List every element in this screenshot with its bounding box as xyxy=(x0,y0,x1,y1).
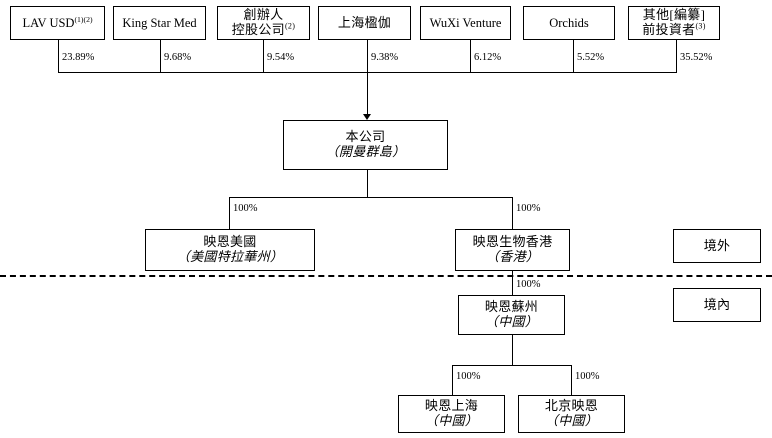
connector-tier4-right xyxy=(571,365,572,395)
subsidiary-box-dizal-us: 映恩美國 （美國特拉華州） xyxy=(145,229,315,271)
subsidiary-name: 映恩蘇州 xyxy=(484,299,539,315)
pct-wuxi-venture: 6.12% xyxy=(474,52,502,63)
tier2-bus-line xyxy=(229,197,513,198)
connector-hk-to-suzhou xyxy=(512,271,513,295)
connector-king-star-med xyxy=(160,40,161,72)
connector-tier2-left xyxy=(229,197,230,229)
company-box: 本公司 （開曼群島） xyxy=(283,120,448,170)
connector-lav-usd xyxy=(58,40,59,72)
connector-founder-holdco xyxy=(263,40,264,72)
subsidiary-jurisdiction: （中國） xyxy=(484,314,539,329)
connector-bus-to-company xyxy=(367,72,368,114)
pct-shanghai-yingjia: 9.38% xyxy=(371,52,399,63)
shareholder-box-founder-holdco: 創辦人 控股公司(2) xyxy=(217,6,310,40)
subsidiary-box-dizal-shanghai: 映恩上海 （中國） xyxy=(398,395,505,433)
shareholder-box-shanghai-yingjia: 上海楹伽 xyxy=(318,6,411,40)
shareholder-label-line1: 其他[編纂] xyxy=(642,7,706,23)
shareholder-label-line2: 前投資者(3) xyxy=(642,21,706,37)
shareholder-label: LAV USD(1)(2) xyxy=(22,14,93,30)
pct-dizal-hk: 100% xyxy=(516,203,541,214)
shareholder-label-line1: 創辦人 xyxy=(243,7,284,23)
region-box-onshore: 境內 xyxy=(673,288,761,322)
pct-dizal-beijing: 100% xyxy=(575,371,600,382)
subsidiary-jurisdiction: （香港） xyxy=(485,249,540,264)
pct-dizal-suzhou: 100% xyxy=(516,279,541,290)
shareholder-box-king-star-med: King Star Med xyxy=(113,6,206,40)
pct-founder-holdco: 9.54% xyxy=(267,52,295,63)
subsidiary-jurisdiction: （中國） xyxy=(544,413,599,428)
subsidiary-jurisdiction: （美國特拉華州） xyxy=(176,249,284,264)
pct-dizal-us: 100% xyxy=(233,203,258,214)
shareholder-label-line2: 控股公司(2) xyxy=(231,21,296,37)
connector-tier4-left xyxy=(452,365,453,395)
region-box-offshore: 境外 xyxy=(673,229,761,263)
shareholder-box-other-pre-ipo-investors: 其他[編纂] 前投資者(3) xyxy=(628,6,720,40)
pct-lav-usd: 23.89% xyxy=(62,52,95,63)
subsidiary-name: 映恩生物香港 xyxy=(472,234,553,250)
pct-other-investors: 35.52% xyxy=(680,52,713,63)
subsidiary-name: 映恩美國 xyxy=(203,234,257,250)
connector-orchids xyxy=(573,40,574,72)
connector-other-investors xyxy=(676,40,677,72)
shareholder-label: WuXi Venture xyxy=(429,15,502,30)
shareholder-box-orchids: Orchids xyxy=(523,6,615,40)
company-jurisdiction: （開曼群島） xyxy=(325,144,406,159)
shareholder-label: Orchids xyxy=(549,15,589,30)
subsidiary-jurisdiction: （中國） xyxy=(424,413,479,428)
connector-wuxi-venture xyxy=(470,40,471,72)
shareholder-label: 上海楹伽 xyxy=(337,14,392,30)
shareholder-box-wuxi-venture: WuXi Venture xyxy=(420,6,511,40)
offshore-onshore-divider xyxy=(0,275,772,277)
shareholder-box-lav-usd: LAV USD(1)(2) xyxy=(10,6,105,40)
pct-king-star-med: 9.68% xyxy=(164,52,192,63)
subsidiary-name: 映恩上海 xyxy=(424,398,479,414)
subsidiary-box-dizal-beijing: 北京映恩 （中國） xyxy=(518,395,625,433)
pct-dizal-shanghai: 100% xyxy=(456,371,481,382)
subsidiary-box-dizal-suzhou: 映恩蘇州 （中國） xyxy=(458,295,565,335)
connector-tier2-right xyxy=(512,197,513,229)
region-label: 境內 xyxy=(703,296,731,312)
region-label: 境外 xyxy=(703,237,731,253)
subsidiary-name: 北京映恩 xyxy=(544,398,599,414)
pct-orchids: 5.52% xyxy=(577,52,605,63)
shareholder-label: King Star Med xyxy=(122,15,197,30)
connector-company-to-tier2 xyxy=(367,170,368,197)
arrow-into-company-icon xyxy=(363,114,371,120)
subsidiary-box-dizal-hk: 映恩生物香港 （香港） xyxy=(455,229,570,271)
connector-shanghai-yingjia xyxy=(367,40,368,72)
connector-suzhou-to-tier4 xyxy=(512,335,513,365)
tier4-bus-line xyxy=(452,365,572,366)
company-name: 本公司 xyxy=(345,129,386,145)
